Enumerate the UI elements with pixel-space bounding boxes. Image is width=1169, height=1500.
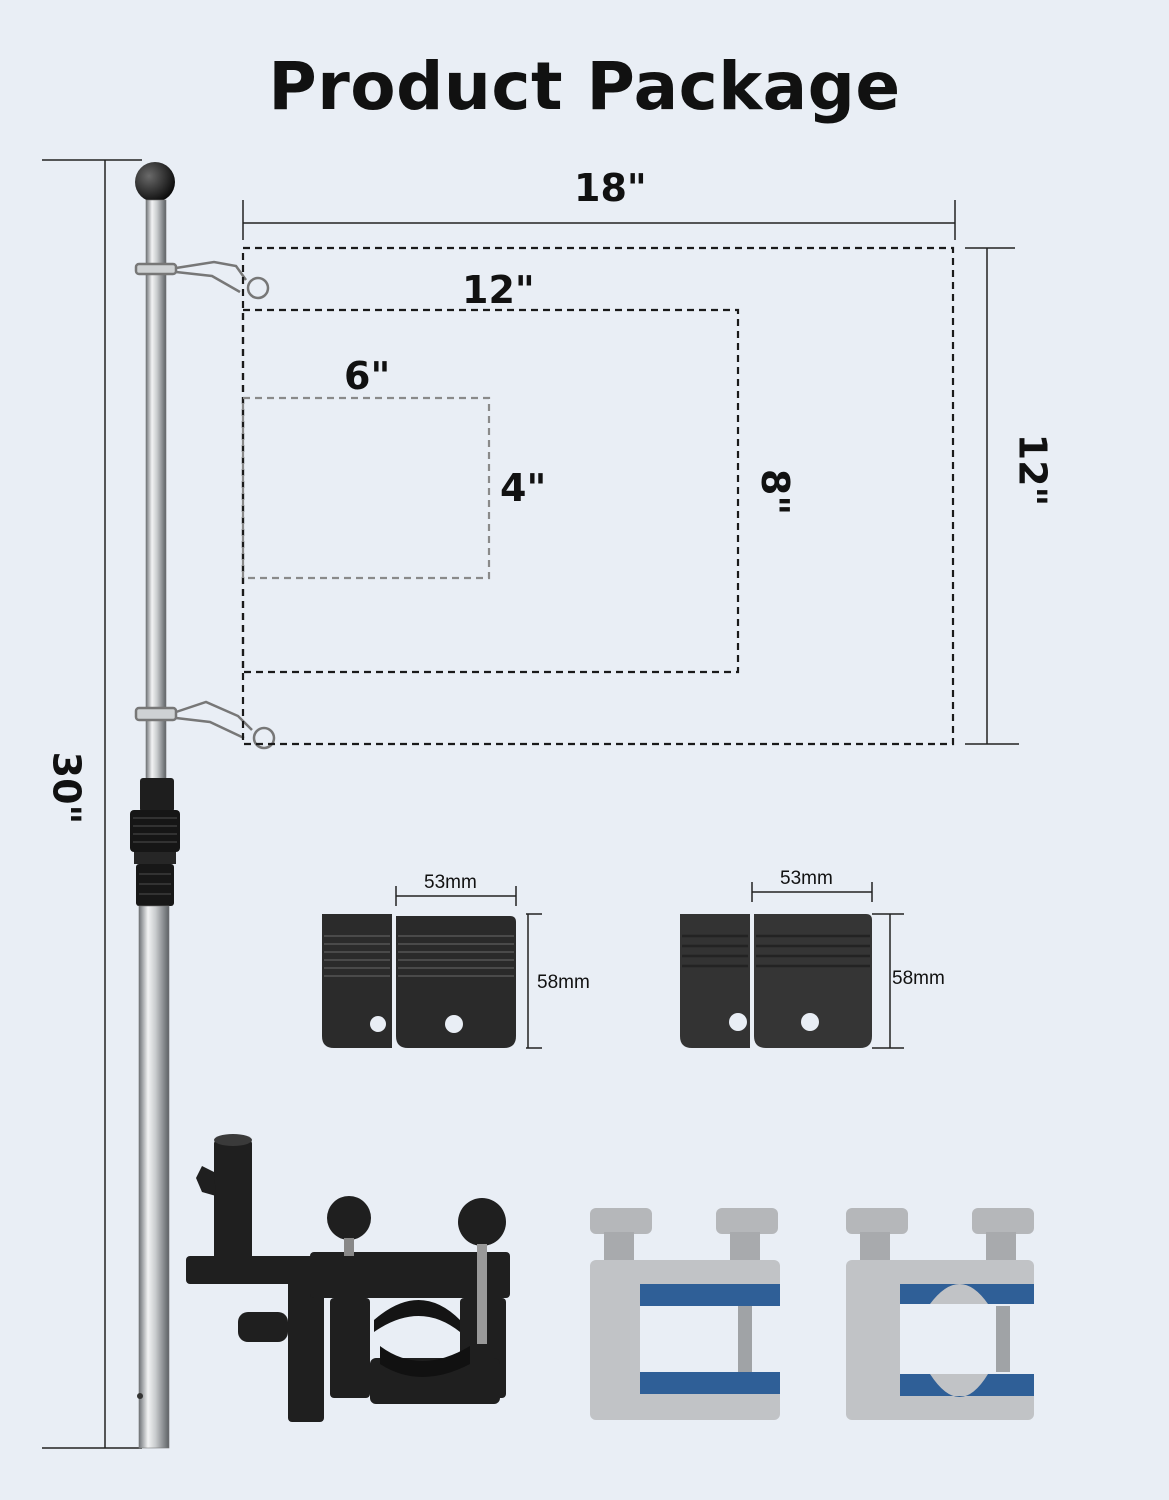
weight-1-width-label: 53mm (424, 872, 477, 893)
black-bracket-mount (186, 1134, 510, 1422)
pole-height-dimension (42, 159, 142, 1449)
page-title: Product Package (268, 48, 901, 125)
large-flag-outline (241, 200, 1019, 746)
medium-flag-outline (241, 308, 740, 674)
large-flag-height-label: 12" (1010, 433, 1055, 507)
pole-top-ball (135, 162, 175, 202)
pole-height-label: 30" (44, 751, 89, 825)
knob-top-left (327, 1196, 371, 1240)
knob-side (196, 1166, 216, 1196)
flag-weights-set-2 (680, 882, 904, 1049)
upper-ring-clip (134, 260, 270, 300)
gray-clamp-1 (590, 1208, 780, 1420)
lower-ring-clip (134, 700, 276, 750)
flag-weights-set-1 (322, 886, 542, 1049)
gray-clamp-2 (846, 1208, 1034, 1420)
flag-pole (130, 162, 276, 1449)
knob-top-right (458, 1198, 506, 1246)
small-flag-height-label: 4" (500, 466, 547, 510)
weight-2-width-label: 53mm (780, 868, 833, 889)
weight-2-height-label: 58mm (892, 968, 945, 989)
small-flag-outline (241, 396, 491, 580)
medium-flag-width-label: 12" (462, 268, 535, 312)
weight-1-height-label: 58mm (537, 972, 590, 993)
medium-flag-height-label: 8" (753, 468, 798, 516)
small-flag-width-label: 6" (344, 354, 391, 398)
large-flag-width-label: 18" (574, 166, 647, 210)
